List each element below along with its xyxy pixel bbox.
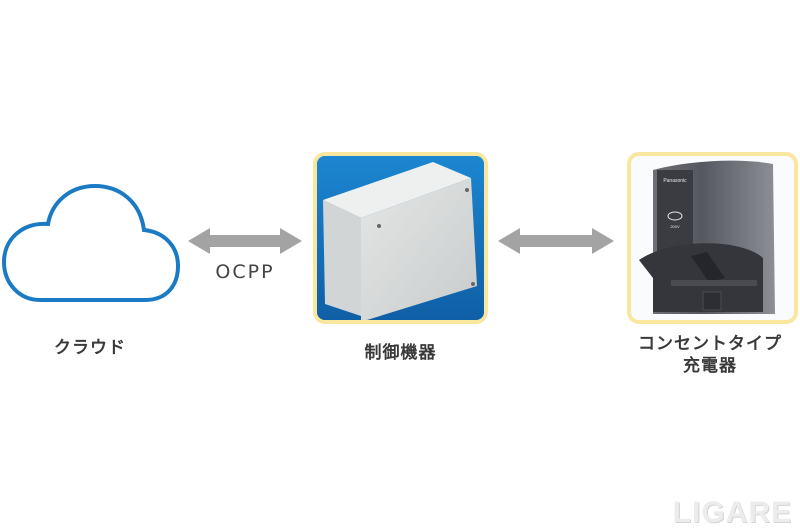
ligare-watermark-logo: LIGARE: [672, 496, 792, 529]
link-label-ocpp: OCPP: [215, 261, 275, 283]
charger-label: コンセントタイプ 充電器: [610, 333, 800, 377]
charger-label-line2: 充電器: [683, 356, 737, 376]
cloud-icon: [1, 183, 181, 302]
charger-image: Panasonic 200V: [627, 152, 798, 324]
cloud-label: クラウド: [54, 338, 126, 358]
controller-label: 制御機器: [364, 343, 437, 363]
controller-image: [313, 152, 488, 324]
charger-brand: Panasonic: [663, 178, 687, 184]
bidirectional-arrow-icon: [188, 228, 302, 254]
charger-label-line1: コンセントタイプ: [638, 334, 782, 354]
wall-charger-illustration: Panasonic 200V: [639, 160, 775, 314]
enclosure-box-illustration: [317, 156, 484, 320]
bidirectional-arrow-icon: [498, 228, 614, 254]
charger-rating: 200V: [670, 224, 680, 229]
